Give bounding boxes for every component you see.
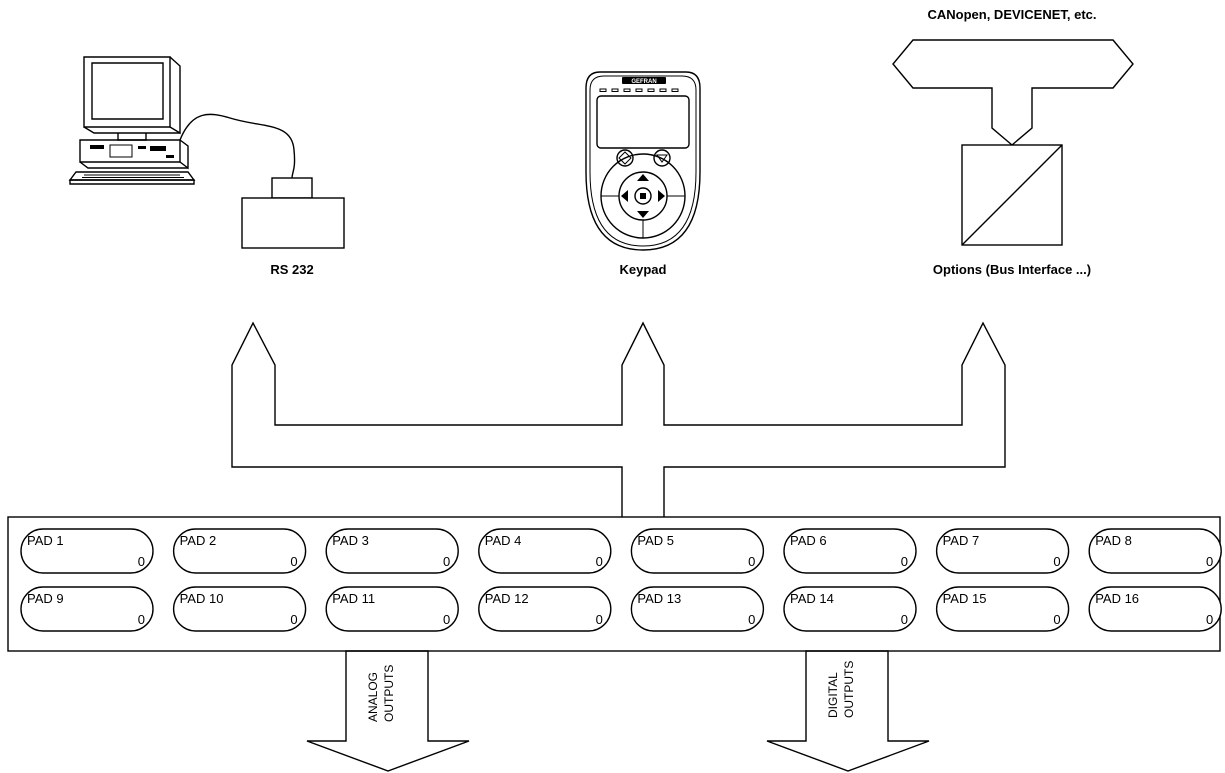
pad-pill bbox=[172, 586, 307, 632]
options-module bbox=[961, 144, 1063, 246]
pad-name: PAD 4 bbox=[485, 533, 522, 548]
pad-name: PAD 12 bbox=[485, 591, 529, 606]
digital-outputs-label-line1: DIGITAL bbox=[826, 672, 840, 718]
pad-value: 0 bbox=[748, 612, 755, 627]
pad-item: PAD 3 0 bbox=[325, 528, 459, 574]
pad-name: PAD 11 bbox=[332, 591, 375, 606]
fieldbus-arrow bbox=[892, 39, 1134, 146]
distribution-bus-arrow bbox=[231, 321, 1006, 517]
pad-item: PAD 4 0 bbox=[478, 528, 612, 574]
pad-value: 0 bbox=[290, 554, 297, 569]
pad-item: PAD 5 0 bbox=[630, 528, 765, 574]
pad-pill bbox=[935, 528, 1070, 574]
keypad-icon: GEFRAN bbox=[585, 71, 701, 251]
pad-pill bbox=[478, 528, 612, 574]
pad-item: PAD 9 0 bbox=[20, 586, 154, 632]
pad-name: PAD 2 bbox=[180, 533, 217, 548]
pad-item: PAD 10 0 bbox=[172, 586, 307, 632]
pad-item: PAD 15 0 bbox=[935, 586, 1070, 632]
pad-item: PAD 12 0 bbox=[478, 586, 612, 632]
pad-name: PAD 10 bbox=[180, 591, 224, 606]
pad-pill bbox=[20, 586, 154, 632]
pad-value: 0 bbox=[901, 612, 908, 627]
pad-value: 0 bbox=[901, 554, 908, 569]
pad-value: 0 bbox=[138, 612, 145, 627]
pad-item: PAD 14 0 bbox=[783, 586, 917, 632]
fieldbus-label: CANopen, DEVICENET, etc. bbox=[927, 7, 1096, 22]
pad-value: 0 bbox=[290, 612, 297, 627]
svg-text:DIGITAL OUTPUTS: DIGITAL OUTPUTS bbox=[826, 661, 856, 718]
pad-item: PAD 2 0 bbox=[172, 528, 307, 574]
digital-outputs-label-line2: OUTPUTS bbox=[842, 661, 856, 718]
pad-pill bbox=[325, 586, 459, 632]
pad-pill bbox=[630, 586, 765, 632]
pad-pill bbox=[783, 586, 917, 632]
pad-pill bbox=[478, 586, 612, 632]
pad-name: PAD 16 bbox=[1095, 591, 1139, 606]
pad-pill bbox=[630, 528, 765, 574]
pad-pill bbox=[20, 528, 154, 574]
pad-name: PAD 3 bbox=[332, 533, 369, 548]
pad-value: 0 bbox=[596, 554, 603, 569]
pad-name: PAD 9 bbox=[27, 591, 64, 606]
pad-value: 0 bbox=[1206, 554, 1213, 569]
pad-value: 0 bbox=[1053, 612, 1060, 627]
analog-outputs-label-line2: OUTPUTS bbox=[382, 665, 396, 722]
pad-item: PAD 16 0 bbox=[1088, 586, 1222, 632]
pad-item: PAD 7 0 bbox=[935, 528, 1070, 574]
keypad-brand-label: GEFRAN bbox=[631, 79, 656, 85]
options-label: Options (Bus Interface ...) bbox=[933, 262, 1091, 277]
analog-outputs-arrow bbox=[306, 650, 470, 772]
pad-item: PAD 6 0 bbox=[783, 528, 917, 574]
pad-value: 0 bbox=[138, 554, 145, 569]
pad-name: PAD 1 bbox=[27, 533, 64, 548]
pad-item: PAD 1 0 bbox=[20, 528, 154, 574]
pad-name: PAD 15 bbox=[943, 591, 987, 606]
pad-item: PAD 11 0 bbox=[325, 586, 459, 632]
pad-name: PAD 13 bbox=[637, 591, 681, 606]
pad-value: 0 bbox=[1206, 612, 1213, 627]
pad-name: PAD 6 bbox=[790, 533, 827, 548]
pad-value: 0 bbox=[596, 612, 603, 627]
rs232-interface bbox=[241, 177, 345, 249]
pad-pill bbox=[935, 586, 1070, 632]
pad-name: PAD 14 bbox=[790, 591, 834, 606]
pad-value: 0 bbox=[443, 554, 450, 569]
pad-value: 0 bbox=[443, 612, 450, 627]
pad-item: PAD 13 0 bbox=[630, 586, 765, 632]
keypad-label: Keypad bbox=[620, 262, 667, 277]
pad-value: 0 bbox=[1053, 554, 1060, 569]
pad-name: PAD 8 bbox=[1095, 533, 1132, 548]
pad-name: PAD 5 bbox=[637, 533, 674, 548]
digital-outputs-arrow bbox=[766, 650, 930, 772]
pad-pill bbox=[172, 528, 307, 574]
pad-name: PAD 7 bbox=[943, 533, 980, 548]
analog-outputs-label-line1: ANALOG bbox=[366, 672, 380, 722]
pad-pill bbox=[783, 528, 917, 574]
pad-value: 0 bbox=[748, 554, 755, 569]
pad-pill bbox=[1088, 528, 1222, 574]
svg-text:ANALOG OUTPUTS: ANALOG OUTPUTS bbox=[366, 665, 396, 722]
pad-pill bbox=[1088, 586, 1222, 632]
pad-pill bbox=[325, 528, 459, 574]
pad-item: PAD 8 0 bbox=[1088, 528, 1222, 574]
rs232-label: RS 232 bbox=[270, 262, 313, 277]
computer-icon bbox=[68, 56, 296, 185]
